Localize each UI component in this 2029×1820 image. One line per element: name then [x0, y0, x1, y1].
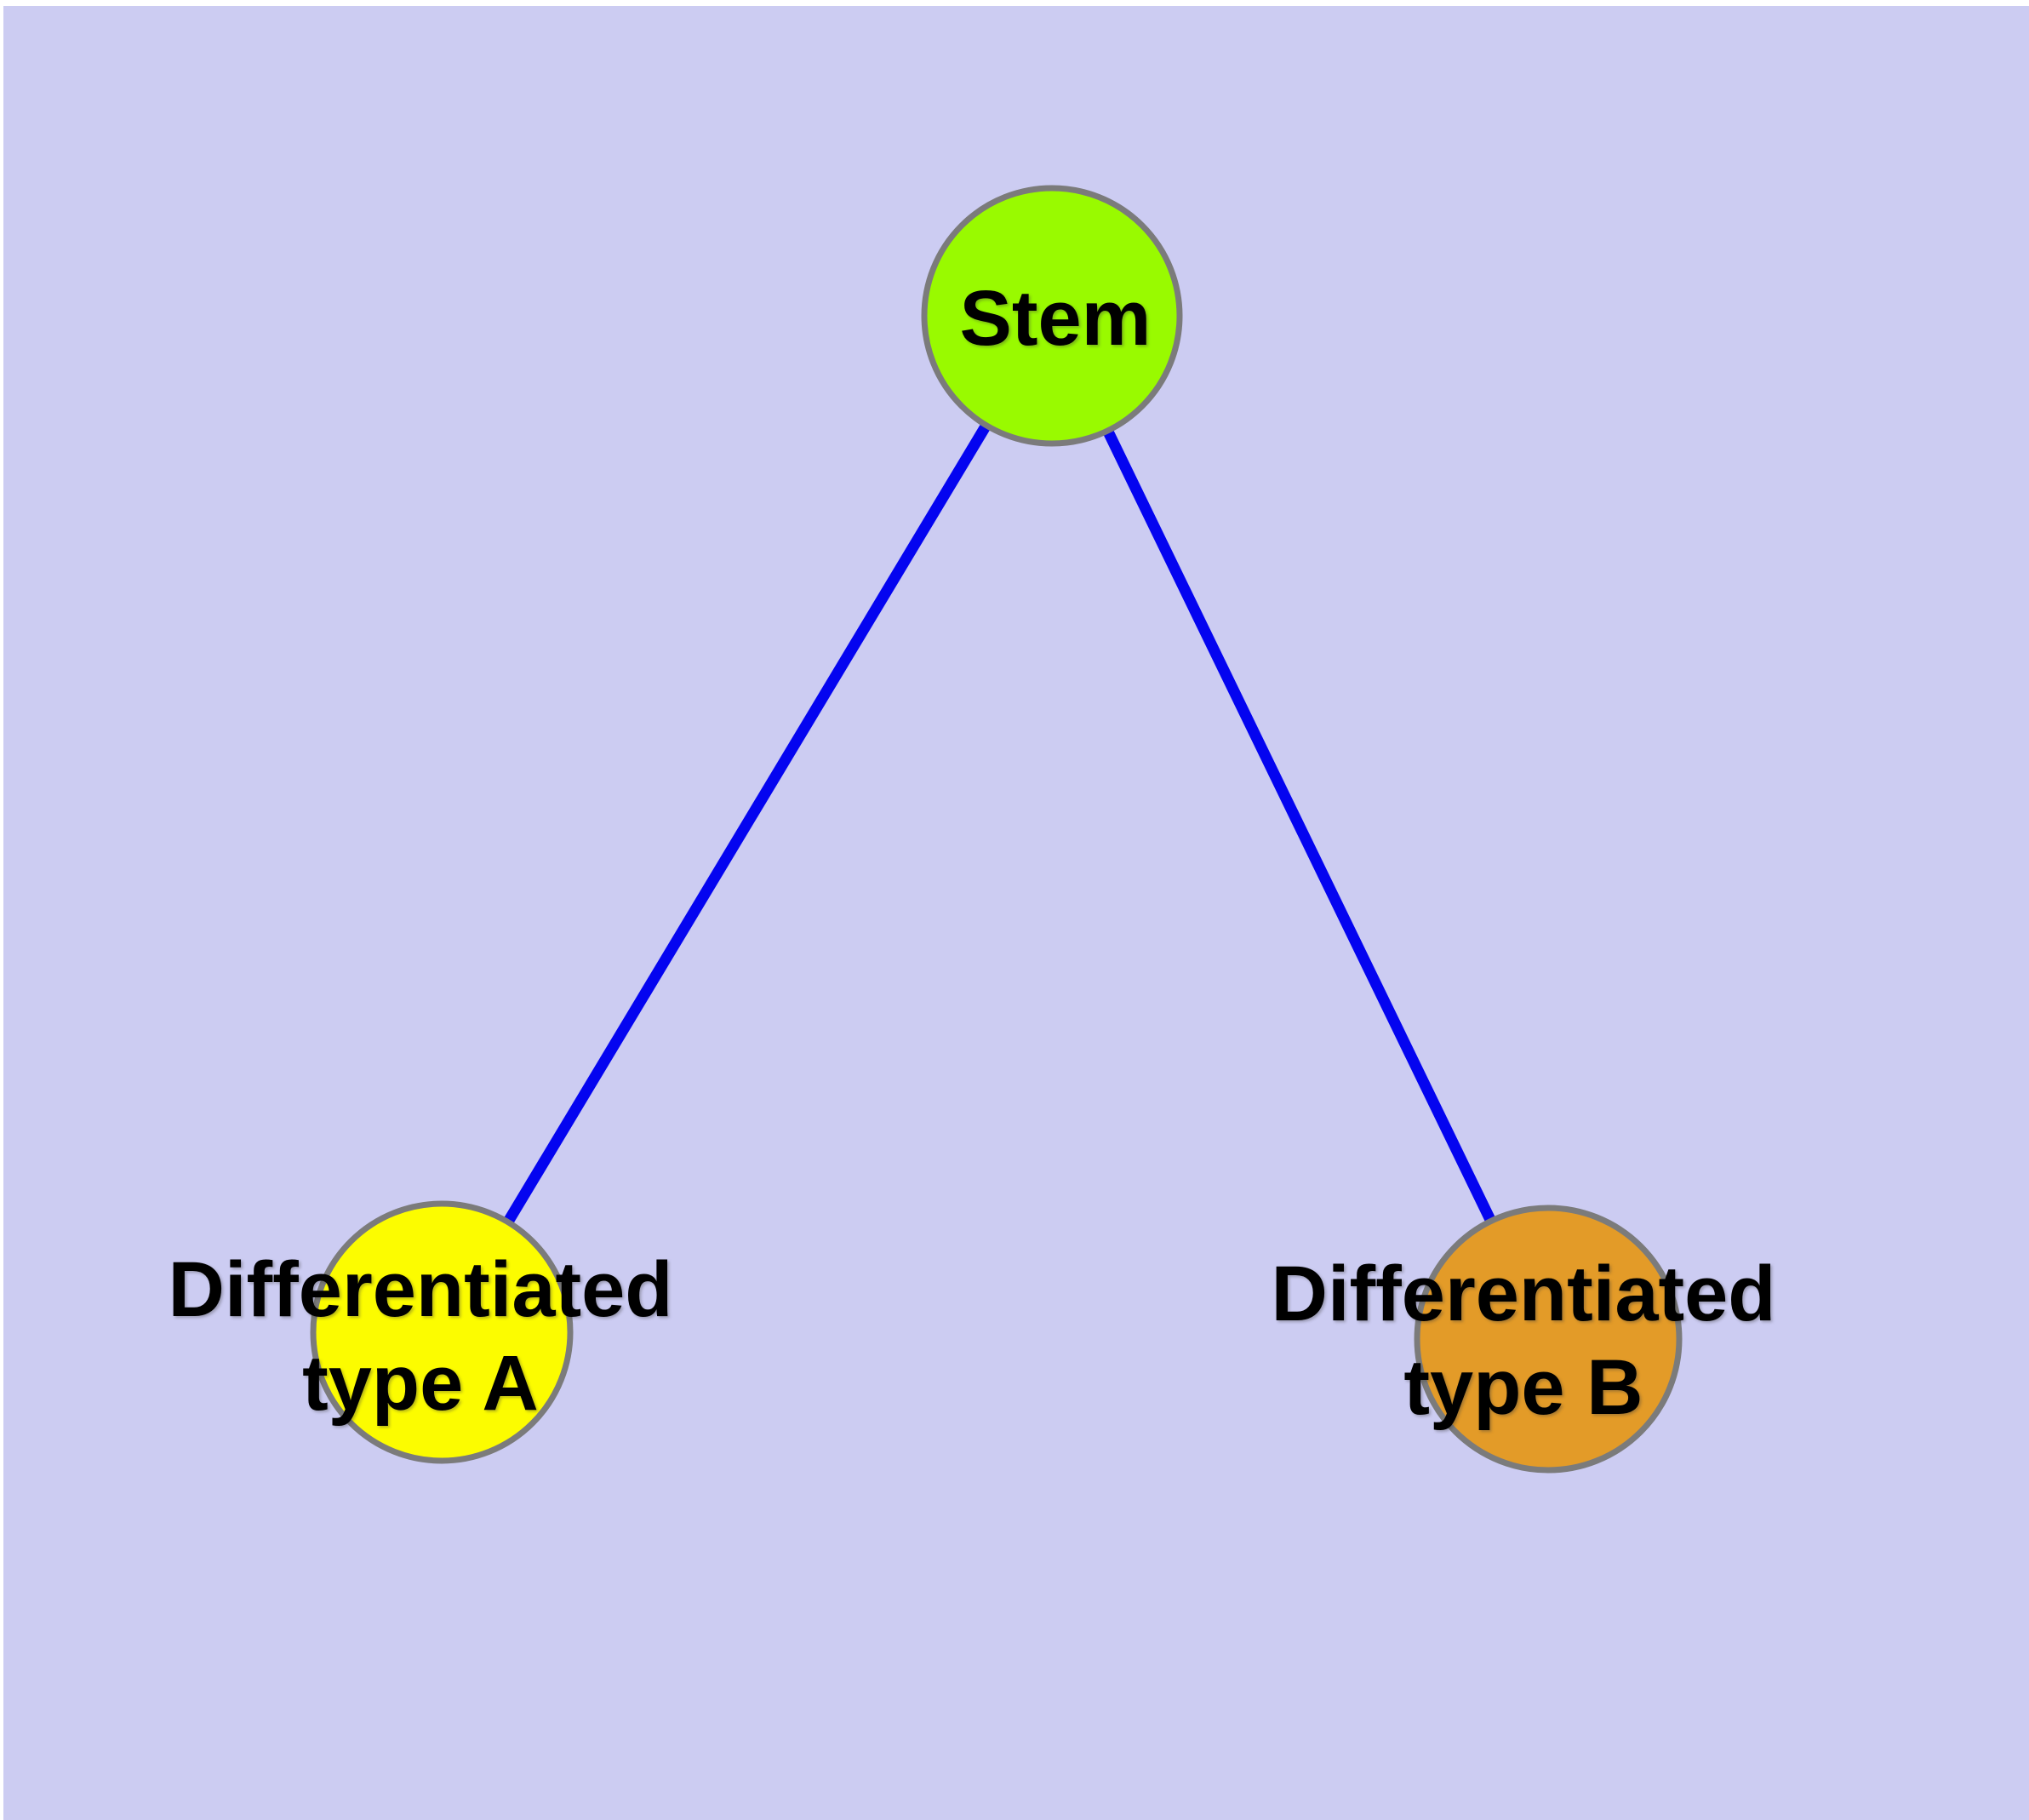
node-stem	[921, 185, 1183, 447]
node-differentiated-type-a-label: Differentiated type A	[169, 1243, 673, 1430]
node-type-b-label-line-2: type B	[1403, 1344, 1643, 1431]
node-type-a-label-line-2: type A	[302, 1340, 539, 1427]
node-stem-label-line-1: Stem	[959, 275, 1152, 362]
edge-stem-to-type-b	[1047, 313, 1553, 1342]
node-stem-label: Stem	[960, 272, 1152, 365]
node-type-b-label-line-1: Differentiated	[1271, 1251, 1776, 1337]
node-differentiated-type-b-label: Differentiated type B	[1272, 1247, 1776, 1434]
edge-stem-to-type-a	[437, 312, 1057, 1336]
node-differentiated-type-b	[1414, 1205, 1683, 1474]
node-differentiated-type-a	[310, 1200, 574, 1464]
node-type-a-label-line-1: Differentiated	[168, 1246, 673, 1333]
